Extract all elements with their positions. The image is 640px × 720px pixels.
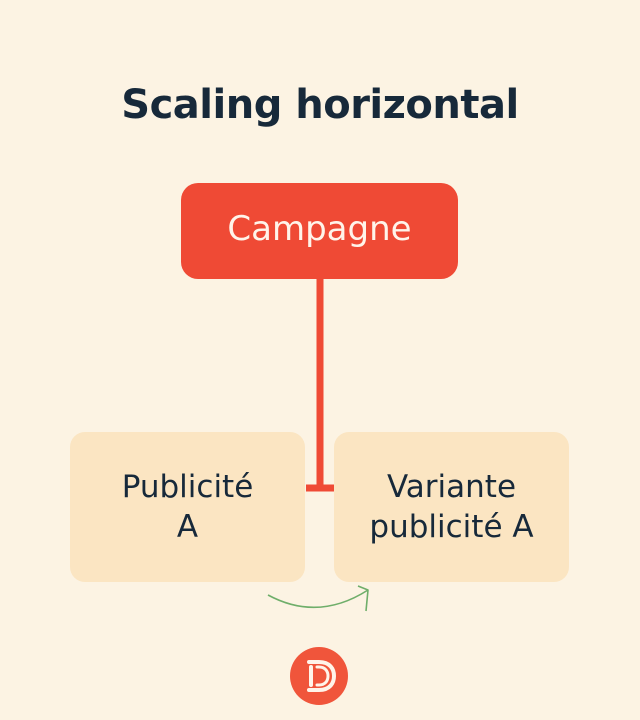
node-publicite-a-label: Publicité A [121, 468, 254, 545]
node-variante-label: Variante publicité A [369, 468, 534, 545]
node-campagne-label: Campagne [227, 209, 412, 249]
node-publicite-a: Publicité A [70, 432, 305, 582]
logo-glyph [307, 660, 337, 692]
brand-d-logo-icon [290, 647, 348, 705]
node-campagne: Campagne [181, 183, 458, 279]
diagram-title: Scaling horizontal [121, 82, 519, 128]
curved-arrow-icon [267, 585, 369, 612]
node-variante-publicite-a: Variante publicité A [334, 432, 569, 582]
